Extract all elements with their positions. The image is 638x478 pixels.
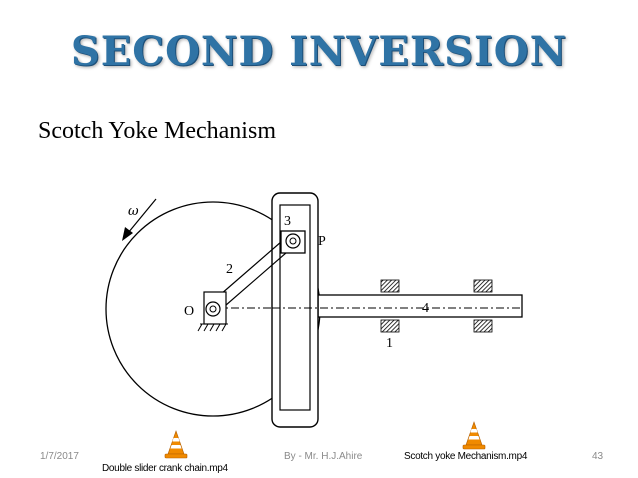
label-link4: 4	[422, 301, 429, 316]
vlc-cone-icon[interactable]	[462, 421, 486, 451]
footer-page-number: 43	[592, 451, 604, 462]
ground-hatch	[197, 323, 228, 332]
omega-arrow	[127, 198, 157, 234]
media-label[interactable]: Double slider crank chain.mp4	[102, 463, 228, 474]
yoke-outer	[271, 192, 319, 428]
label-point-p: P	[318, 234, 326, 249]
guide-block	[380, 319, 400, 333]
guide-block	[380, 279, 400, 293]
footer-author: By - Mr. H.J.Ahire	[284, 451, 363, 462]
guide-block	[473, 319, 493, 333]
label-link3: 3	[284, 214, 291, 229]
label-link1: 1	[386, 336, 393, 351]
slide-subtitle: Scotch Yoke Mechanism	[38, 118, 276, 144]
guide-block	[473, 279, 493, 293]
label-center-o: O	[184, 304, 194, 319]
slider-rod	[317, 294, 523, 318]
omega-arrowhead	[122, 227, 133, 241]
label-link2: 2	[226, 262, 233, 277]
crank-link	[217, 245, 295, 313]
media-label[interactable]: Scotch yoke Mechanism.mp4	[404, 451, 528, 462]
omega-label: ω	[128, 204, 139, 219]
slide-title: SECOND INVERSION	[70, 28, 568, 75]
scotch-yoke-diagram: ω 2	[105, 192, 523, 428]
footer-date: 1/7/2017	[40, 451, 79, 462]
crank-link	[212, 234, 290, 302]
vlc-cone-icon[interactable]	[164, 430, 188, 460]
